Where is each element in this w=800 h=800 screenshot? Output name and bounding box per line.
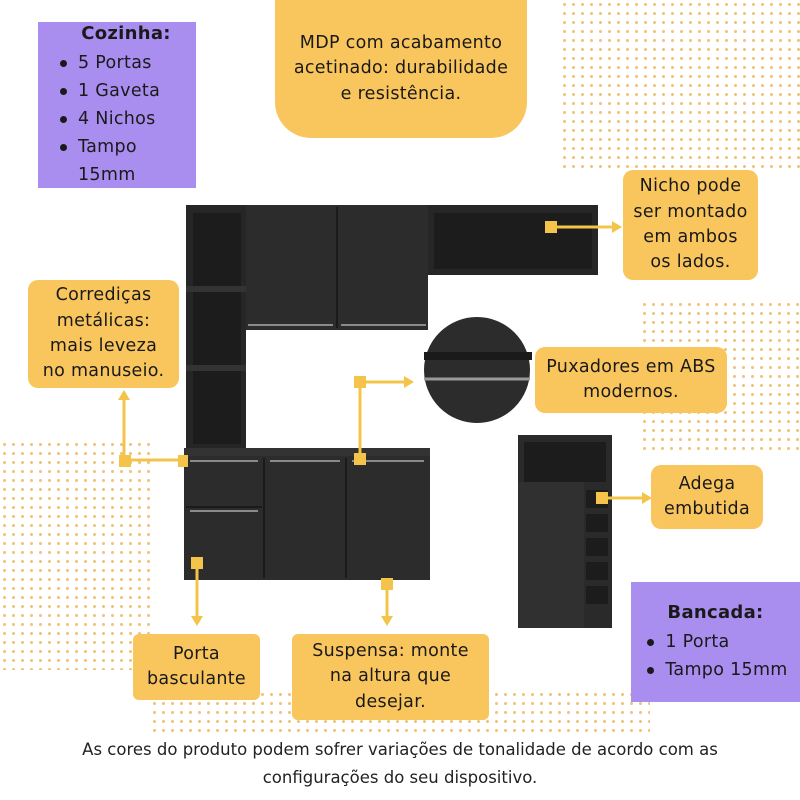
cozinha-title: Cozinha: — [81, 22, 171, 44]
puxadores-line-1: Puxadores em ABS — [546, 356, 716, 377]
wine-cabinet — [518, 435, 612, 628]
suspensa-line-1: Suspensa: monte — [312, 640, 469, 661]
callout-connectors — [122, 225, 642, 618]
list-item: Tampo 15mm — [643, 656, 787, 684]
adega-line-1: Adega — [678, 473, 736, 494]
mdp-line-3: e resistência. — [340, 83, 462, 104]
disclaimer-line-1: As cores do produto podem sofrer variaçõ… — [82, 740, 718, 759]
nicho-line-2: ser montado — [633, 201, 748, 222]
cozinha-spec-box: Cozinha: 5 Portas 1 Gaveta 4 Nichos Tamp… — [38, 22, 196, 188]
list-item: Tampo 15mm — [56, 133, 196, 189]
connector-markers — [118, 221, 652, 626]
corredicas-line-3: mais leveza — [49, 336, 158, 356]
tall-shelf-unit — [186, 205, 246, 448]
corredicas-line-2: metálicas: — [56, 310, 151, 331]
corredicas-line-1: Corrediças — [55, 285, 152, 306]
bancada-list: 1 Porta Tampo 15mm — [643, 628, 787, 684]
adega-callout: Adega embutida — [651, 465, 763, 529]
list-item: 4 Nichos — [56, 105, 196, 133]
dot-pattern-top-right — [560, 0, 800, 170]
corredicas-callout: Corrediças metálicas: mais leveza no man… — [28, 280, 179, 388]
color-disclaimer: As cores do produto podem sofrer variaçõ… — [20, 736, 780, 792]
suspensa-line-2: na altura que — [329, 666, 452, 687]
porta-basculante-callout: Porta basculante — [133, 634, 260, 700]
puxadores-line-2: modernos. — [583, 382, 679, 402]
porta-line-1: Porta — [173, 643, 220, 664]
upper-cabinets — [246, 205, 428, 330]
list-item: 1 Gaveta — [56, 77, 196, 105]
mdp-line-1: MDP com acabamento — [299, 32, 503, 53]
open-niche — [428, 205, 598, 275]
base-cabinets — [184, 448, 430, 580]
suspensa-line-3: desejar. — [355, 691, 426, 712]
corredicas-line-4: no manuseio. — [42, 361, 165, 382]
puxadores-callout: Puxadores em ABS modernos. — [535, 347, 727, 413]
bancada-title: Bancada: — [667, 601, 764, 623]
nicho-line-1: Nicho pode — [639, 176, 742, 197]
cozinha-list: 5 Portas 1 Gaveta 4 Nichos Tampo 15mm — [56, 49, 196, 189]
nicho-line-4: os lados. — [650, 252, 731, 273]
mdp-callout: MDP com acabamento acetinado: durabilida… — [275, 0, 527, 138]
nicho-callout: Nicho pode ser montado em ambos os lados… — [623, 170, 758, 280]
bancada-spec-box: Bancada: 1 Porta Tampo 15mm — [631, 582, 800, 702]
list-item: 1 Porta — [643, 628, 787, 656]
dot-pattern-left — [0, 440, 150, 670]
porta-line-2: basculante — [147, 669, 246, 689]
handle-magnifier — [420, 313, 534, 427]
adega-line-2: embutida — [664, 499, 750, 519]
mdp-line-2: acetinado: durabilidade — [293, 58, 509, 79]
list-item: 5 Portas — [56, 49, 196, 77]
suspensa-callout: Suspensa: monte na altura que desejar. — [292, 634, 489, 720]
disclaimer-line-2: configurações do seu dispositivo. — [262, 768, 538, 787]
nicho-line-3: em ambos — [643, 227, 738, 247]
